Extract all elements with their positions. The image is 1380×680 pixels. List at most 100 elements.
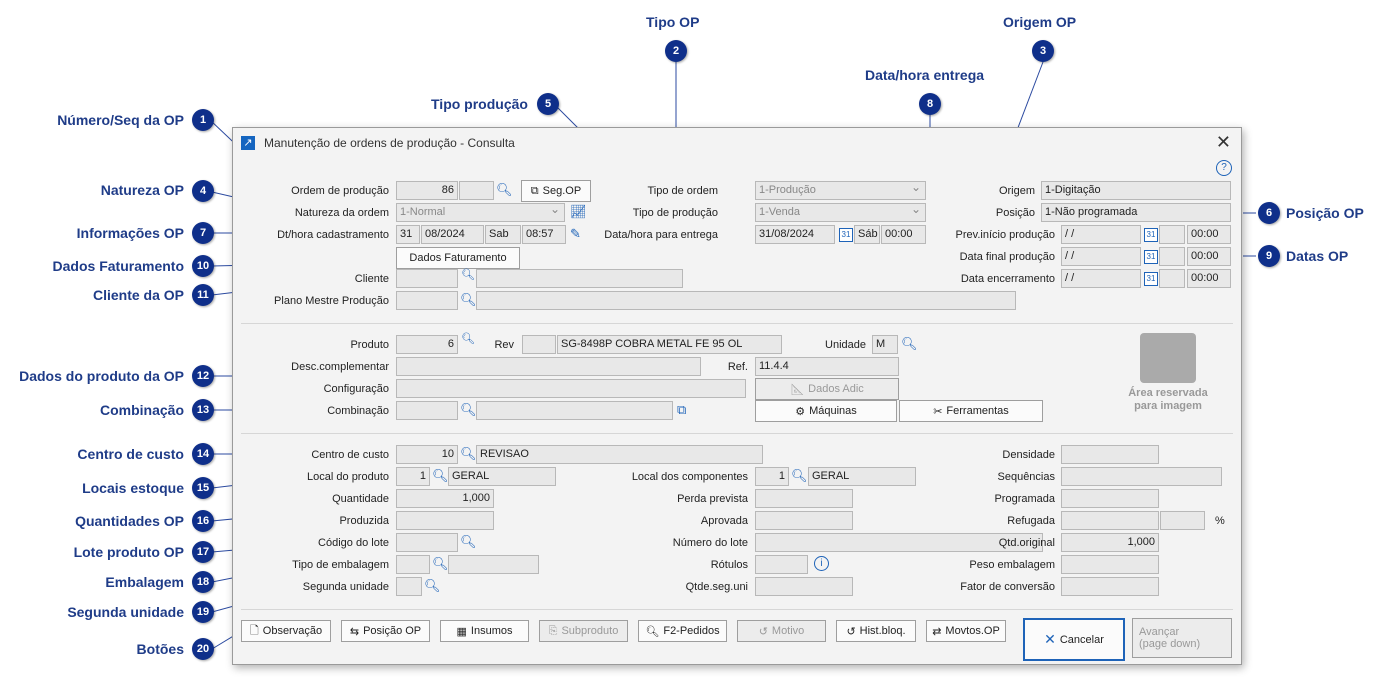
qtde-seg-field[interactable]	[755, 577, 853, 596]
edit-icon[interactable]: ✎	[570, 226, 581, 241]
segunda-field[interactable]	[396, 577, 422, 596]
search-icon[interactable]: 🔍︎	[432, 468, 449, 483]
perda-field[interactable]	[755, 489, 853, 508]
fator-field[interactable]	[1061, 577, 1159, 596]
search-icon[interactable]: 🔍︎	[791, 468, 808, 483]
callout-badge-9: 9	[1258, 245, 1280, 267]
tipo-emb-desc-field	[448, 555, 539, 574]
subproduto-button[interactable]: ⎘Subproduto	[539, 620, 628, 642]
maquinas-button[interactable]: ⚙︎Máquinas	[755, 400, 897, 422]
prev-inicio-date-field[interactable]: / /	[1061, 225, 1141, 244]
search-icon[interactable]: 🔍︎	[496, 182, 513, 197]
produzida-label: Produzida	[339, 515, 389, 527]
motivo-button[interactable]: ↺Motivo	[737, 620, 826, 642]
search-icon[interactable]: 🔍︎	[460, 402, 477, 417]
prev-inicio-time-field[interactable]: 00:00	[1187, 225, 1231, 244]
dt-day-field[interactable]: 31	[396, 225, 420, 244]
centro-field[interactable]: 10	[396, 445, 458, 464]
origem-label: Origem	[998, 185, 1035, 197]
chart-icon[interactable]: 📈︎	[570, 204, 587, 219]
produto-label: Produto	[350, 339, 389, 351]
codigo-lote-field[interactable]	[396, 533, 458, 552]
search-icon[interactable]: 🔍︎	[424, 578, 441, 593]
refugada-label: Refugada	[1007, 515, 1055, 527]
f2-pedidos-button[interactable]: 🔍︎F2-Pedidos	[638, 620, 727, 642]
calendar-icon[interactable]: 31	[1144, 250, 1158, 264]
search-icon[interactable]: 🔍︎	[901, 336, 918, 351]
quantidade-field[interactable]: 1,000	[396, 489, 494, 508]
avancar-button[interactable]: Avançar(page down)	[1132, 618, 1232, 658]
sequencias-field[interactable]	[1061, 467, 1222, 486]
ordem-field[interactable]: 86	[396, 181, 458, 200]
rev-field[interactable]	[522, 335, 556, 354]
callout-badge-13: 13	[192, 399, 214, 421]
search-icon[interactable]: 🔍︎	[461, 333, 475, 345]
posicao-field[interactable]: 1-Não programada	[1041, 203, 1231, 222]
rotulos-field[interactable]	[755, 555, 808, 574]
qtd-original-field[interactable]: 1,000	[1061, 533, 1159, 552]
entrega-date-field[interactable]: 31/08/2024	[755, 225, 835, 244]
search-icon[interactable]: 🔍︎	[460, 292, 477, 307]
plano-field[interactable]	[396, 291, 458, 310]
local-comp-field[interactable]: 1	[755, 467, 789, 486]
ref-field[interactable]: 11.4.4	[755, 357, 899, 376]
calendar-icon[interactable]: 31	[1144, 272, 1158, 286]
dados-faturamento-button[interactable]: Dados Faturamento	[396, 247, 520, 269]
ferramentas-button[interactable]: ✂︎Ferramentas	[899, 400, 1043, 422]
tipo-producao-select[interactable]: 1-Venda	[755, 203, 926, 222]
peso-emb-field[interactable]	[1061, 555, 1159, 574]
movtos-op-button[interactable]: ⇄Movtos.OP	[926, 620, 1006, 642]
dados-adic-button[interactable]: 📐︎Dados Adic	[755, 378, 899, 400]
origem-field[interactable]: 1-Digitação	[1041, 181, 1231, 200]
tipo-emb-field[interactable]	[396, 555, 430, 574]
search-icon[interactable]: 🔍︎	[432, 556, 449, 571]
cancelar-button[interactable]: ✕Cancelar	[1023, 618, 1125, 661]
dt-month-field[interactable]: 08/2024	[421, 225, 484, 244]
data-final-time-field[interactable]: 00:00	[1187, 247, 1231, 266]
search-icon[interactable]: 🔍︎	[460, 534, 477, 549]
combinacao-field[interactable]	[396, 401, 458, 420]
posicao-op-button[interactable]: ⇆Posição OP	[341, 620, 430, 642]
natureza-select[interactable]: 1-Normal	[396, 203, 565, 222]
aprovada-field[interactable]	[755, 511, 853, 530]
data-final-date-field[interactable]: / /	[1061, 247, 1141, 266]
hist-bloq-button[interactable]: ↺Hist.bloq.	[836, 620, 916, 642]
tipo-ordem-select[interactable]: 1-Produção	[755, 181, 926, 200]
encerramento-time-field[interactable]: 00:00	[1187, 269, 1231, 288]
local-prod-field[interactable]: 1	[396, 467, 430, 486]
info-icon[interactable]: i	[814, 556, 829, 571]
num-lote-field[interactable]	[755, 533, 1043, 552]
produto-field[interactable]: 6	[396, 335, 458, 354]
entrega-time-field[interactable]: 00:00	[881, 225, 926, 244]
refugada-field[interactable]	[1061, 511, 1159, 530]
help-icon[interactable]: ?	[1216, 160, 1232, 176]
callout-badge-1: 1	[192, 109, 214, 131]
divider	[241, 609, 1233, 610]
seq-field[interactable]	[459, 181, 494, 200]
observacao-button[interactable]: 🗋Observação	[241, 620, 331, 642]
callout-label-18: Embalagem	[105, 574, 184, 590]
insumos-button[interactable]: ▦Insumos	[440, 620, 529, 642]
refugada-percent-field[interactable]	[1160, 511, 1205, 530]
desc-comp-field[interactable]	[396, 357, 701, 376]
seq-op-button[interactable]: ⧉Seg.OP	[521, 180, 591, 202]
callout-label-12: Dados do produto da OP	[19, 368, 184, 384]
unidade-field[interactable]: M	[872, 335, 898, 354]
close-icon[interactable]: ✕	[1215, 132, 1231, 152]
qtde-seg-label: Qtde.seg.uni	[685, 581, 748, 593]
dt-time-field[interactable]: 08:57	[522, 225, 566, 244]
encerramento-date-field[interactable]: / /	[1061, 269, 1141, 288]
densidade-field[interactable]	[1061, 445, 1159, 464]
document-icon: 🗋	[249, 624, 259, 637]
programada-field[interactable]	[1061, 489, 1159, 508]
config-field[interactable]	[396, 379, 746, 398]
peso-emb-label: Peso embalagem	[969, 559, 1055, 571]
search-icon[interactable]: 🔍︎	[460, 446, 477, 461]
image-placeholder-line1: Área reservada	[1128, 387, 1208, 399]
grid-icon[interactable]: ⧉	[677, 402, 687, 417]
calendar-icon[interactable]: 31	[1144, 228, 1158, 242]
calendar-icon[interactable]: 31	[839, 228, 853, 242]
cliente-field[interactable]	[396, 269, 458, 288]
search-icon[interactable]: 🔍︎	[461, 269, 475, 281]
produzida-field[interactable]	[396, 511, 494, 530]
